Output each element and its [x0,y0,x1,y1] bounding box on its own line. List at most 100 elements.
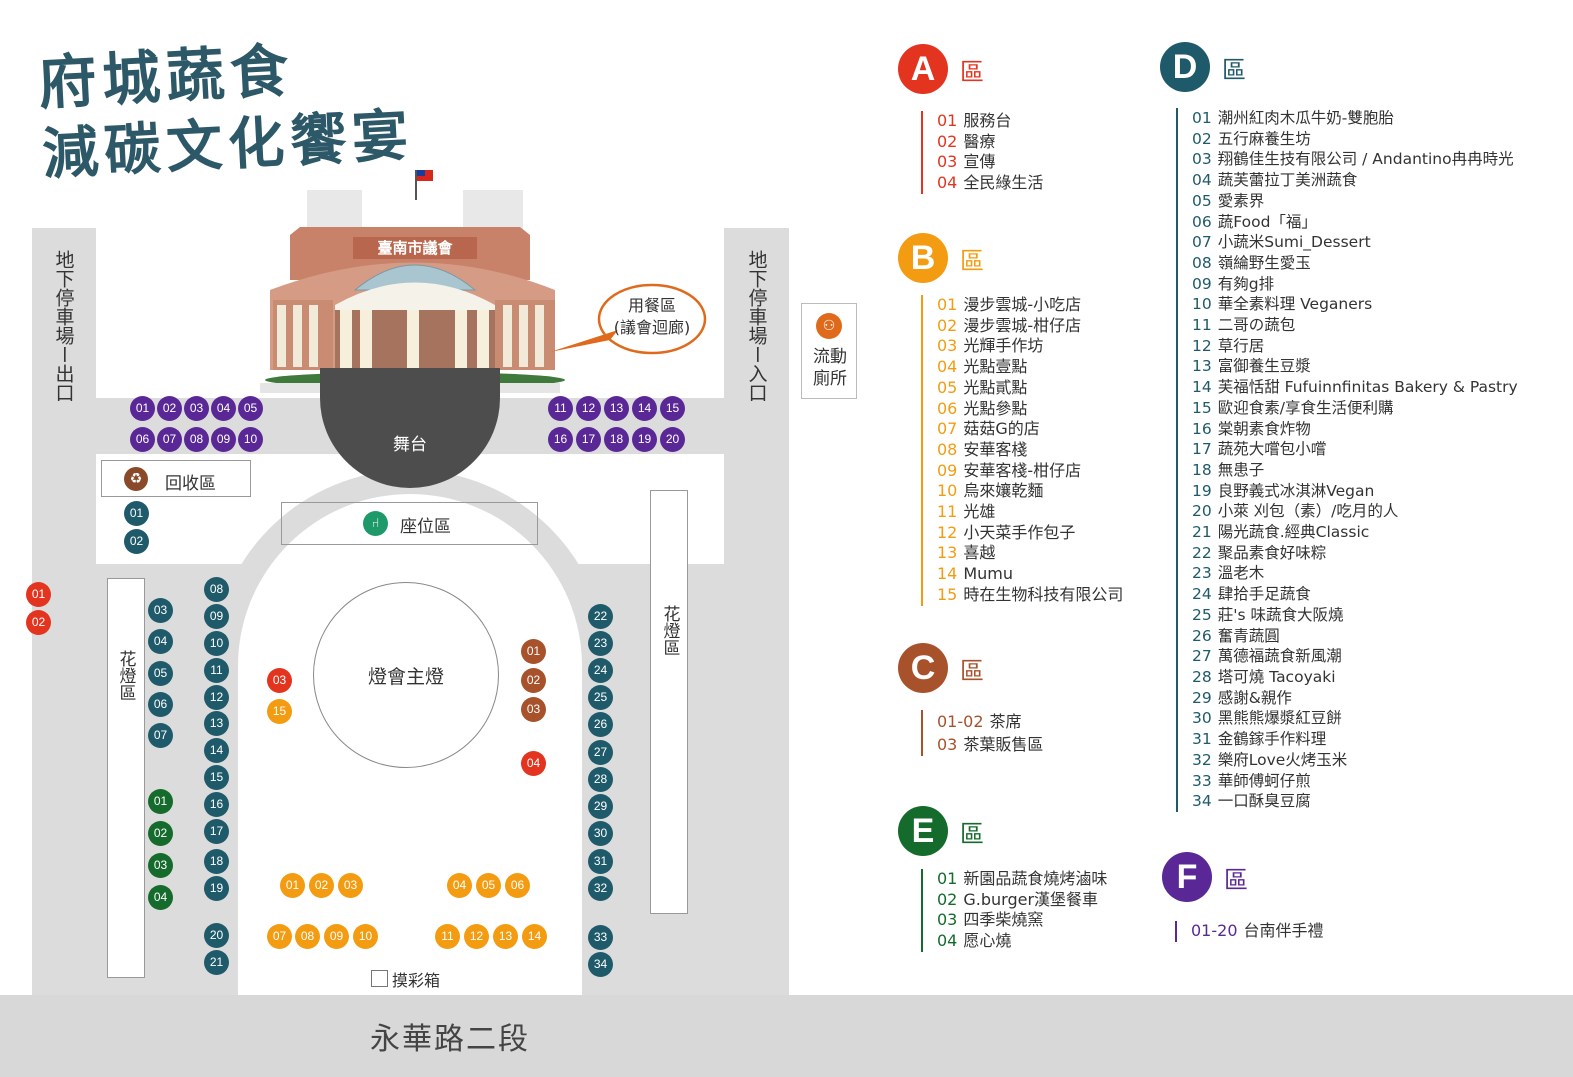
booth-marker-B[interactable]: 04 [447,873,472,898]
booth-marker-B[interactable]: 11 [435,924,460,949]
booth-marker-D[interactable]: 20 [204,923,229,948]
booth-marker-F[interactable]: 10 [238,427,263,452]
booth-marker-D[interactable]: 04 [148,629,173,654]
booth-marker-D[interactable]: 14 [204,738,229,763]
booth-marker-D[interactable]: 15 [204,765,229,790]
booth-marker-D[interactable]: 23 [588,631,613,656]
booth-marker-B[interactable]: 05 [476,873,501,898]
booth-marker-B[interactable]: 14 [522,924,547,949]
booth-marker-D[interactable]: 06 [148,692,173,717]
booth-marker-D[interactable]: 34 [588,952,613,977]
booth-marker-D[interactable]: 10 [204,631,229,656]
flower-left-label: 花燈區 [114,650,136,707]
booth-marker-D[interactable]: 19 [204,876,229,901]
booth-marker-D[interactable]: 22 [588,604,613,629]
booth-marker-D[interactable]: 17 [204,819,229,844]
legend-item-name: 光點參點 [963,398,1028,418]
booth-marker-F[interactable]: 19 [632,427,657,452]
booth-marker-B[interactable]: 01 [280,873,305,898]
legend-item-number: 11 [1192,316,1212,335]
booth-marker-C[interactable]: 02 [521,668,546,693]
booth-marker-F[interactable]: 15 [660,396,685,421]
booth-marker-D[interactable]: 11 [204,658,229,683]
booth-marker-D[interactable]: 30 [588,821,613,846]
booth-marker-D[interactable]: 09 [204,604,229,629]
booth-marker-F[interactable]: 03 [184,396,209,421]
booth-marker-D[interactable]: 07 [148,723,173,748]
legend-item-number: 33 [1192,771,1212,790]
legend-item-number: 08 [937,439,958,459]
booth-marker-E[interactable]: 01 [148,789,173,814]
booth-marker-F[interactable]: 18 [604,427,629,452]
booth-marker-D[interactable]: 29 [588,794,613,819]
booth-marker-F[interactable]: 11 [548,396,573,421]
booth-marker-F[interactable]: 02 [157,396,182,421]
booth-marker-D[interactable]: 26 [588,712,613,737]
booth-marker-D[interactable]: 21 [204,950,229,975]
legend-item-number: 19 [1192,481,1212,500]
legend-item-name: 小天菜手作包子 [963,522,1076,542]
booth-marker-B[interactable]: 15 [267,699,292,724]
booth-marker-D[interactable]: 28 [588,767,613,792]
booth-marker-D[interactable]: 25 [588,685,613,710]
booth-marker-B[interactable]: 13 [493,924,518,949]
booth-marker-D[interactable]: 08 [204,577,229,602]
booth-marker-F[interactable]: 01 [130,396,155,421]
booth-marker-E[interactable]: 04 [148,885,173,910]
booth-marker-F[interactable]: 06 [130,427,155,452]
legend-item-name: 良野義式冰淇淋Vegan [1217,481,1375,500]
booth-marker-D[interactable]: 12 [204,685,229,710]
booth-marker-B[interactable]: 12 [464,924,489,949]
booth-marker-E[interactable]: 03 [148,853,173,878]
booth-marker-F[interactable]: 17 [576,427,601,452]
booth-marker-D[interactable]: 02 [124,529,149,554]
booth-marker-B[interactable]: 03 [338,873,363,898]
booth-marker-F[interactable]: 14 [632,396,657,421]
booth-marker-F[interactable]: 20 [660,427,685,452]
booth-marker-F[interactable]: 09 [211,427,236,452]
booth-marker-C[interactable]: 01 [521,639,546,664]
booth-marker-E[interactable]: 02 [148,821,173,846]
legend-item-number: 28 [1192,667,1212,686]
booth-marker-A[interactable]: 01 [26,582,51,607]
booth-marker-D[interactable]: 24 [588,658,613,683]
booth-marker-F[interactable]: 16 [548,427,573,452]
booth-marker-F[interactable]: 08 [184,427,209,452]
booth-marker-B[interactable]: 09 [324,924,349,949]
booth-marker-A[interactable]: 03 [267,668,292,693]
legend-item-number: 01 [937,111,958,130]
booth-marker-B[interactable]: 02 [309,873,334,898]
booth-marker-D[interactable]: 01 [124,501,149,526]
booth-marker-F[interactable]: 12 [576,396,601,421]
booth-marker-D[interactable]: 05 [148,661,173,686]
booth-marker-F[interactable]: 13 [604,396,629,421]
booth-marker-D[interactable]: 16 [204,792,229,817]
booth-marker-C[interactable]: 03 [521,697,546,722]
booth-marker-D[interactable]: 32 [588,876,613,901]
recycle-icon: ♻ [124,467,148,491]
booth-marker-D[interactable]: 03 [148,598,173,623]
booth-marker-F[interactable]: 04 [211,396,236,421]
booth-marker-B[interactable]: 07 [267,924,292,949]
booth-marker-F[interactable]: 05 [238,396,263,421]
booth-marker-D[interactable]: 18 [204,849,229,874]
booth-marker-D[interactable]: 13 [204,711,229,736]
booth-marker-D[interactable]: 33 [588,925,613,950]
booth-marker-A[interactable]: 04 [521,751,546,776]
booth-marker-B[interactable]: 10 [353,924,378,949]
booth-marker-F[interactable]: 07 [157,427,182,452]
lottery-label: 摸彩箱 [392,971,441,990]
booth-marker-D[interactable]: 27 [588,740,613,765]
booth-marker-B[interactable]: 08 [295,924,320,949]
booth-marker-A[interactable]: 02 [26,610,51,635]
booth-marker-D[interactable]: 31 [588,849,613,874]
booth-marker-B[interactable]: 06 [505,873,530,898]
legend-item-number: 18 [1192,460,1212,479]
